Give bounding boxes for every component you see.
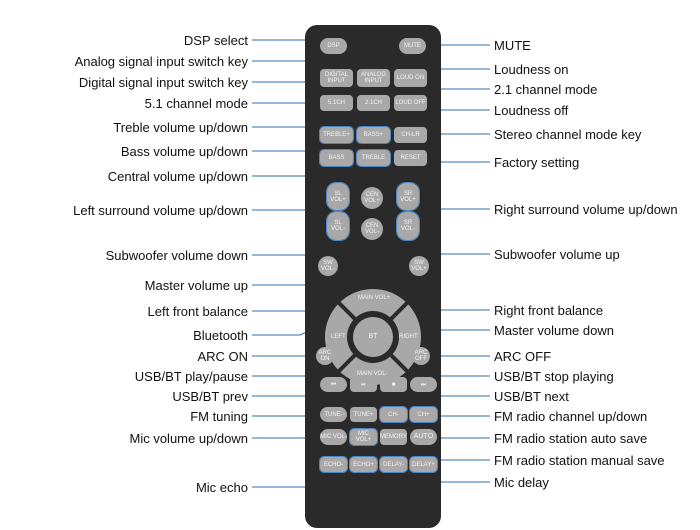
right-surround-down-button[interactable]: SR VOL- xyxy=(396,211,420,241)
dsp-button[interactable]: DSP xyxy=(320,38,347,54)
label-fm-channel: FM radio channel up/down xyxy=(494,409,648,424)
label-fm-tuning: FM tuning xyxy=(190,409,248,424)
mic-volume-down-button[interactable]: MIC VOL- xyxy=(320,429,347,445)
prev-button[interactable]: ⏮ xyxy=(320,377,347,392)
center-up-button[interactable]: CEN VOL+ xyxy=(361,187,383,209)
arc-off-button[interactable]: ARC OFF xyxy=(412,347,430,365)
loud-on-button[interactable]: LOUD ON xyxy=(394,69,427,87)
label-subwoofer-down: Subwoofer volume down xyxy=(105,248,248,263)
label-factory: Factory setting xyxy=(494,155,580,170)
reset-button[interactable]: RESET xyxy=(394,150,427,166)
label-mic-echo: Mic echo xyxy=(195,480,248,495)
treble-up-button[interactable]: TREBLE+ xyxy=(319,126,354,144)
label-bluetooth: Bluetooth xyxy=(193,328,248,343)
treble-button[interactable]: TREBLE xyxy=(356,149,391,167)
left-balance-button[interactable]: LEFT xyxy=(331,334,346,340)
bass-button[interactable]: BASS xyxy=(319,149,354,167)
right-surround-up-button[interactable]: SR VOL+ xyxy=(396,182,420,211)
label-central: Central volume up/down xyxy=(107,169,248,184)
arc-on-button[interactable]: ARC ON xyxy=(316,347,334,365)
channel-down-button[interactable]: CH- xyxy=(379,406,408,423)
ch51-button[interactable]: 5.1CH xyxy=(320,95,353,111)
label-analog-input: Analog signal input switch key xyxy=(74,54,248,69)
stop-button[interactable]: ■ xyxy=(380,377,407,392)
channel-up-button[interactable]: CH+ xyxy=(409,406,438,423)
echo-up-button[interactable]: ECHO+ xyxy=(349,456,378,473)
mic-volume-up-button[interactable]: MIC VOL+ xyxy=(349,428,378,446)
label-auto-save: FM radio station auto save xyxy=(494,431,648,446)
label-manual-save: FM radio station manual save xyxy=(494,453,665,468)
subwoofer-up-button[interactable]: SW VOL+ xyxy=(409,256,429,276)
auto-button[interactable]: AUTO xyxy=(410,429,437,445)
label-treble: Treble volume up/down xyxy=(113,120,248,135)
bluetooth-button[interactable]: BT xyxy=(353,317,393,357)
label-right-surround: Right surround volume up/down xyxy=(494,202,678,217)
label-dsp-select: DSP select xyxy=(183,33,248,48)
loud-off-button[interactable]: LOUD OFF xyxy=(394,95,427,111)
ch21-button[interactable]: 2.1CH xyxy=(357,95,390,111)
center-down-button[interactable]: CEN VOL- xyxy=(361,218,383,240)
delay-up-button[interactable]: DELAY+ xyxy=(409,456,438,473)
label-left-surround: Left surround volume up/down xyxy=(73,203,248,218)
label-next: USB/BT next xyxy=(494,389,569,404)
master-volume-down-button[interactable]: MAIN VOL- xyxy=(357,371,388,377)
master-volume-up-button[interactable]: MAIN VOL+ xyxy=(358,295,391,301)
label-arc-off: ARC OFF xyxy=(494,349,552,364)
right-balance-button[interactable]: RIGHT xyxy=(399,334,418,340)
echo-down-button[interactable]: ECHO- xyxy=(319,456,348,473)
label-51-channel: 5.1 channel mode xyxy=(144,96,248,111)
label-stereo: Stereo channel mode key xyxy=(494,127,642,142)
next-button[interactable]: ⏭ xyxy=(410,377,437,392)
label-arc-on: ARC ON xyxy=(197,349,248,364)
label-21-channel: 2.1 channel mode xyxy=(494,82,598,97)
bass-up-button[interactable]: BASS+ xyxy=(356,126,391,144)
label-master-up: Master volume up xyxy=(144,278,248,293)
label-right-front: Right front balance xyxy=(494,303,604,318)
label-loudness-off: Loudness off xyxy=(494,103,569,118)
left-surround-down-button[interactable]: SL VOL- xyxy=(326,211,350,241)
label-subwoofer-up: Subwoofer volume up xyxy=(494,247,620,262)
label-digital-input: Digital signal input switch key xyxy=(78,75,248,90)
label-mute: MUTE xyxy=(494,38,531,53)
memory-button[interactable]: MEMORY xyxy=(380,429,407,445)
label-stop: USB/BT stop playing xyxy=(494,369,614,384)
label-mic-delay: Mic delay xyxy=(494,475,549,490)
left-surround-up-button[interactable]: SL VOL+ xyxy=(326,182,350,211)
digital-input-button[interactable]: DIGITAL INPUT xyxy=(320,69,353,87)
tune-down-button[interactable]: TUNE- xyxy=(320,407,347,422)
subwoofer-down-button[interactable]: SW VOL- xyxy=(318,256,338,276)
label-loudness-on: Loudness on xyxy=(494,62,569,77)
play-pause-button[interactable]: ⏯ xyxy=(350,377,377,392)
tune-up-button[interactable]: TUNE+ xyxy=(350,407,377,422)
label-bass: Bass volume up/down xyxy=(120,144,248,159)
label-play-pause: USB/BT play/pause xyxy=(134,369,248,384)
stereo-mode-button[interactable]: CH-LR xyxy=(394,127,427,143)
label-mic-volume: Mic volume up/down xyxy=(129,431,249,446)
analog-input-button[interactable]: ANALOG INPUT xyxy=(357,69,390,87)
label-master-down: Master volume down xyxy=(494,323,614,338)
delay-down-button[interactable]: DELAY- xyxy=(379,456,408,473)
label-left-front: Left front balance xyxy=(147,304,248,319)
mute-button[interactable]: MUTE xyxy=(399,38,426,54)
label-prev: USB/BT prev xyxy=(172,389,248,404)
